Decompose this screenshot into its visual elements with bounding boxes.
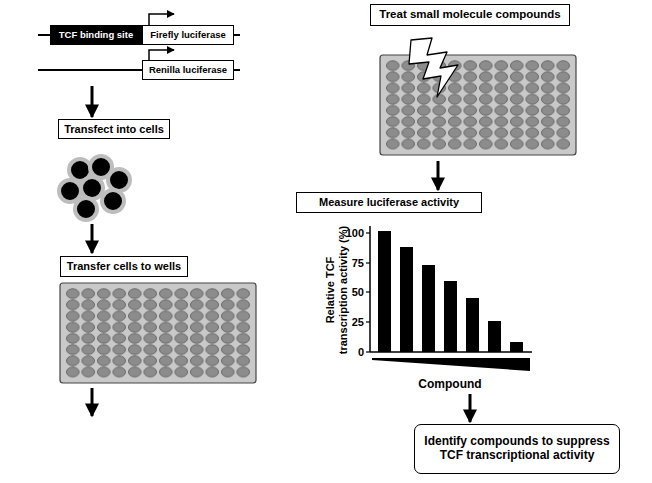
tick-label: 25 xyxy=(330,315,364,329)
tick xyxy=(366,291,370,292)
node-text: Renilla luciferase xyxy=(149,65,227,76)
y-axis xyxy=(369,226,371,352)
bar xyxy=(378,231,391,352)
gene-box: Firefly luciferase xyxy=(142,25,234,45)
flow-arrow xyxy=(91,86,94,117)
flow-arrow xyxy=(91,388,94,416)
node-text: Measure luciferase activity xyxy=(319,196,459,209)
node-text: Transfect into cells xyxy=(64,123,164,136)
node-text: Firefly luciferase xyxy=(150,30,226,41)
node-text: Treat small molecule compounds xyxy=(379,8,561,21)
node-text: TCF binding site xyxy=(59,30,133,41)
tick xyxy=(366,351,370,352)
flow-arrow xyxy=(91,224,94,253)
bar xyxy=(466,298,479,352)
bars xyxy=(378,231,523,352)
step-box: Measure luciferase activity xyxy=(296,192,482,213)
step-box: Treat small molecule compounds xyxy=(370,4,570,26)
tick xyxy=(366,321,370,322)
axis-title: Compound xyxy=(390,377,510,391)
promoter-arrow xyxy=(149,50,174,60)
bar xyxy=(488,321,501,352)
cell xyxy=(108,169,130,191)
cell-cluster xyxy=(59,156,130,220)
well-grid xyxy=(385,60,571,150)
bar xyxy=(422,265,435,352)
axis-ticks xyxy=(366,233,370,352)
axis-title: Relative TCF transcription activity (%) xyxy=(324,225,350,355)
cell xyxy=(59,180,81,202)
bar xyxy=(400,247,413,352)
bar xyxy=(444,281,457,352)
well-grid xyxy=(65,288,251,378)
tick-label: 0 xyxy=(330,345,364,359)
tick-label: 50 xyxy=(330,285,364,299)
well-plate xyxy=(60,283,256,383)
tick xyxy=(366,262,370,263)
flow-arrow xyxy=(437,161,440,190)
promoter-element-box: TCF binding site xyxy=(50,25,142,45)
flow-arrow xyxy=(469,394,472,422)
tick xyxy=(366,232,370,233)
bar xyxy=(510,342,523,352)
tick-label: 75 xyxy=(330,256,364,270)
cell xyxy=(75,198,97,220)
step-box: Transfect into cells xyxy=(58,119,170,139)
cell xyxy=(81,177,103,199)
well-plate xyxy=(380,55,576,155)
concentration-wedge xyxy=(372,358,530,371)
step-box: Transfer cells to wells xyxy=(60,256,188,277)
promoter-arrow xyxy=(149,14,174,25)
gene-box: Renilla luciferase xyxy=(142,60,234,80)
lightning-bolt xyxy=(409,38,458,97)
cell xyxy=(102,190,124,212)
result-box: Identify compounds to suppress TCF trans… xyxy=(414,424,620,474)
node-text: Identify compounds to suppress TCF trans… xyxy=(421,435,613,463)
tick-label: 100 xyxy=(330,226,364,240)
node-text: Transfer cells to wells xyxy=(67,260,181,273)
